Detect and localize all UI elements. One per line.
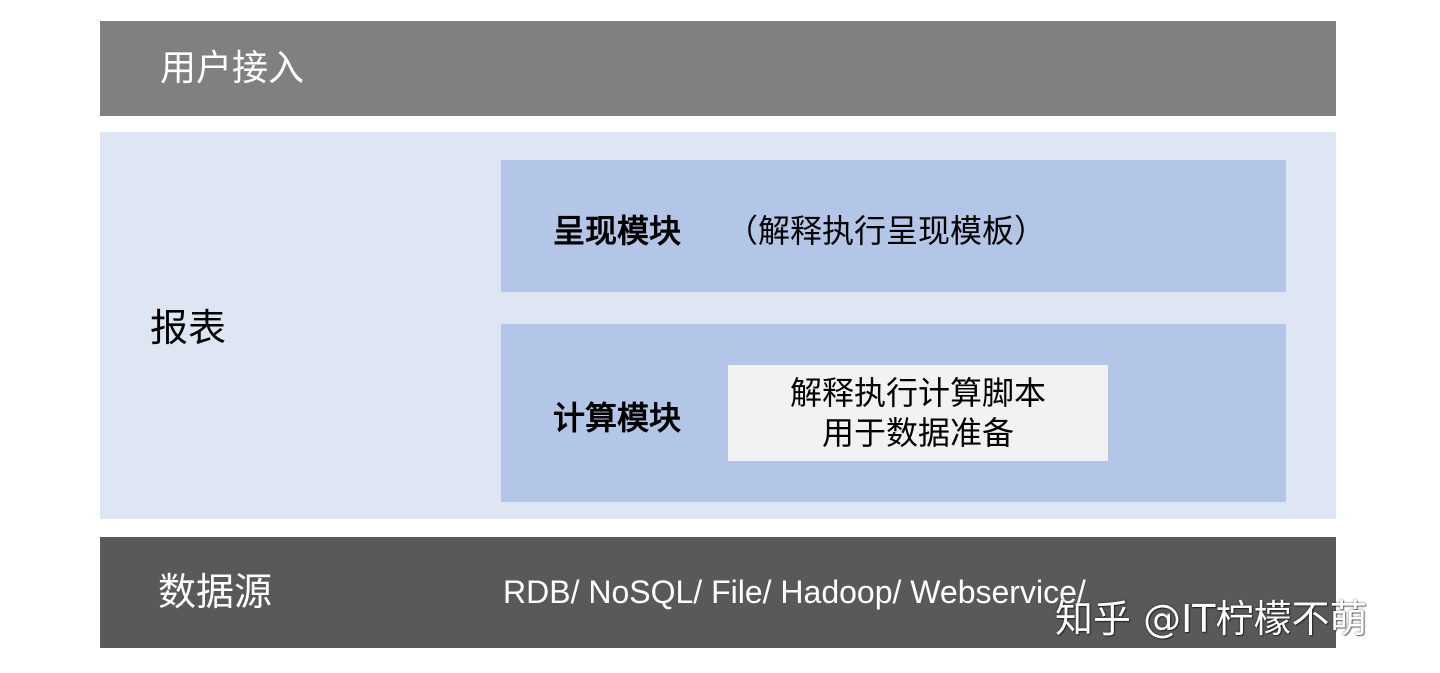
compute-description-line-1: 解释执行计算脚本 xyxy=(789,374,1046,412)
report-label: 报表 xyxy=(150,306,227,350)
user-access-layer: 用户接入 xyxy=(100,21,1336,116)
render-module-title: 呈现模块 xyxy=(553,212,682,250)
watermark: 知乎 @IT柠檬不萌 xyxy=(1055,597,1368,641)
compute-module-description-box: 解释执行计算脚本 用于数据准备 xyxy=(728,365,1108,461)
data-source-label: 数据源 xyxy=(158,570,273,614)
compute-module: 计算模块 解释执行计算脚本 用于数据准备 xyxy=(501,324,1286,502)
data-source-list: RDB/ NoSQL/ File/ Hadoop/ Webservice/ xyxy=(503,574,1086,610)
render-module: 呈现模块 （解释执行呈现模板） xyxy=(501,160,1286,292)
compute-description-line-2: 用于数据准备 xyxy=(821,414,1014,452)
report-layer: 报表 呈现模块 （解释执行呈现模板） 计算模块 解释执行计算脚本 用于数据准备 xyxy=(100,132,1336,519)
render-module-description: （解释执行呈现模板） xyxy=(726,212,1047,250)
user-access-label: 用户接入 xyxy=(160,48,305,89)
compute-module-title: 计算模块 xyxy=(553,399,682,437)
data-source-layer: 数据源 RDB/ NoSQL/ File/ Hadoop/ Webservice… xyxy=(100,537,1336,648)
